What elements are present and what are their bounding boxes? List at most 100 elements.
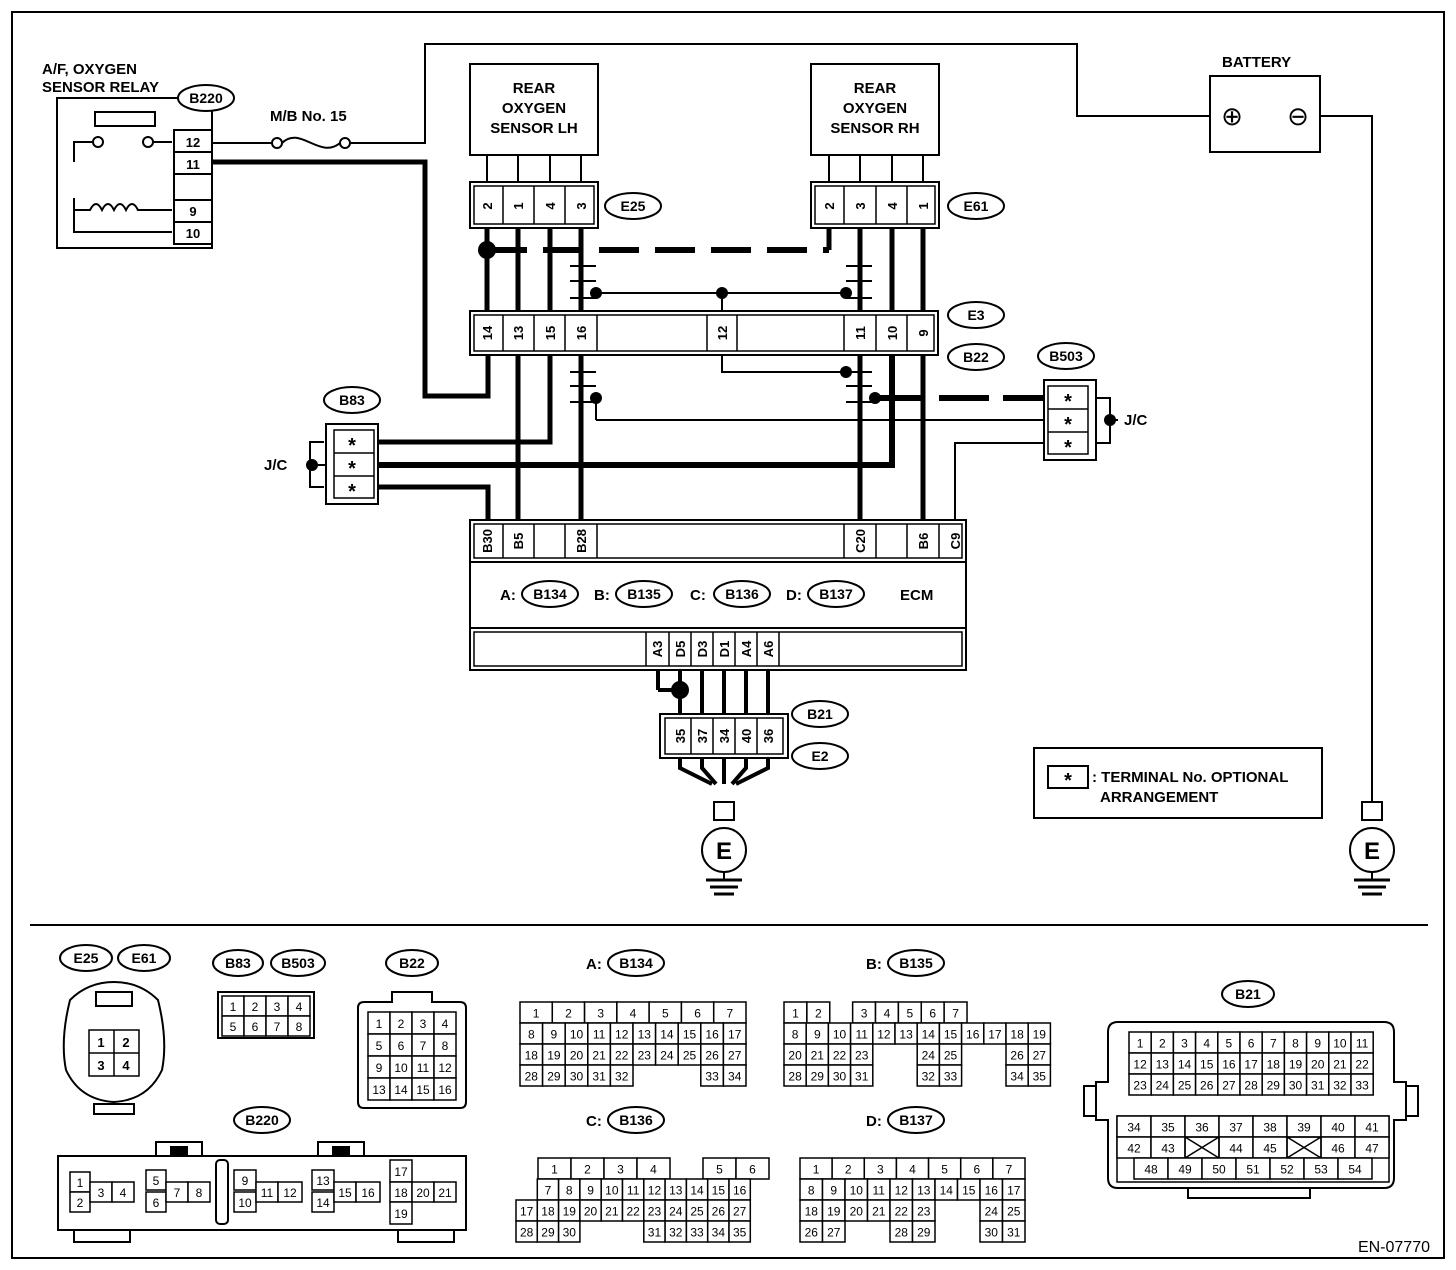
terminal-number: 9	[1314, 1037, 1321, 1051]
svg-text:3: 3	[574, 202, 589, 209]
svg-text:B83: B83	[339, 392, 365, 408]
svg-text:B:: B:	[866, 956, 882, 973]
terminal-number: 32	[1333, 1079, 1347, 1093]
svg-text:B5: B5	[511, 533, 526, 550]
terminal-number: 6	[398, 1039, 405, 1053]
terminal-number: 19	[547, 1049, 561, 1063]
svg-text:2: 2	[480, 202, 495, 209]
svg-text:OXYGEN: OXYGEN	[843, 100, 907, 117]
terminal-number: 10	[238, 1196, 252, 1210]
terminal-number: 9	[376, 1061, 383, 1075]
terminal-number: 6	[929, 1007, 936, 1021]
terminal-number: 10	[570, 1028, 584, 1042]
svg-text:D5: D5	[673, 641, 688, 658]
terminal-number: 9	[830, 1184, 837, 1198]
terminal-cell	[187, 1181, 211, 1203]
svg-text:E3: E3	[967, 307, 984, 323]
terminal-number: 3	[877, 1163, 884, 1177]
diagram-id: EN-07770	[1358, 1239, 1430, 1256]
terminal-number: 3	[617, 1163, 624, 1177]
terminal-number: 20	[416, 1186, 430, 1200]
terminal-number: 24	[669, 1205, 683, 1219]
terminal-number: 25	[683, 1049, 697, 1063]
terminal-number: 30	[985, 1226, 999, 1240]
svg-text:B28: B28	[574, 529, 589, 553]
terminal-number: 34	[712, 1226, 726, 1240]
terminal-number: 15	[416, 1083, 430, 1097]
terminal-number: 2	[398, 1017, 405, 1031]
terminal-number: 15	[944, 1028, 958, 1042]
terminal-number: 6	[749, 1163, 756, 1177]
svg-text:SENSOR RELAY: SENSOR RELAY	[42, 79, 159, 96]
svg-text:B220: B220	[189, 90, 223, 106]
terminal-number: 19	[563, 1205, 577, 1219]
battery-plus-icon: ⊕	[1221, 101, 1243, 131]
svg-text:1: 1	[511, 202, 526, 209]
svg-text:B136: B136	[619, 1112, 653, 1128]
terminal-number: 38	[1263, 1121, 1277, 1135]
svg-text:B22: B22	[963, 349, 989, 365]
terminal-cell	[938, 1064, 963, 1087]
svg-text:*: *	[1064, 770, 1072, 792]
terminal-number: 10	[850, 1184, 864, 1198]
terminal-number: 5	[662, 1007, 669, 1021]
terminal-number: 7	[1006, 1163, 1013, 1177]
terminal-number: 18	[541, 1205, 555, 1219]
terminal-number: 9	[587, 1184, 594, 1198]
svg-text:B134: B134	[533, 586, 567, 602]
terminal-number: 23	[638, 1049, 652, 1063]
terminal-number: 1	[533, 1007, 540, 1021]
svg-text:B21: B21	[1235, 986, 1261, 1002]
svg-text:C20: C20	[853, 529, 868, 553]
terminal-number: 33	[690, 1226, 704, 1240]
terminal-number: 44	[1229, 1142, 1243, 1156]
terminal-cell	[433, 1077, 457, 1101]
terminal-number: 16	[705, 1028, 719, 1042]
svg-text:REAR: REAR	[513, 80, 556, 97]
rear-oxygen-sensor-lh: REAR OXYGEN SENSOR LH 2 1 4 3 E25	[469, 63, 662, 229]
terminal-number: 3	[420, 1017, 427, 1031]
terminal-number: 2	[252, 1000, 259, 1014]
terminal-number: 17	[988, 1028, 1002, 1042]
terminal-number: 8	[808, 1184, 815, 1198]
svg-text:D:: D:	[786, 587, 802, 604]
svg-text:13: 13	[511, 326, 526, 340]
terminal-number: 7	[420, 1039, 427, 1053]
terminal-number: 31	[855, 1070, 869, 1084]
terminal-number: 6	[153, 1196, 160, 1210]
svg-text:2: 2	[822, 202, 837, 209]
terminal-number: 29	[541, 1226, 555, 1240]
terminal-number: 12	[895, 1184, 909, 1198]
terminal-number: 8	[528, 1028, 535, 1042]
terminal-number: 23	[648, 1205, 662, 1219]
terminal-number: 2	[815, 1007, 822, 1021]
terminal-number: 19	[1289, 1058, 1303, 1072]
svg-text:E: E	[716, 838, 732, 865]
svg-text:*: *	[1064, 437, 1072, 459]
svg-text:*: *	[348, 458, 356, 480]
terminal-number: 28	[1244, 1079, 1258, 1093]
terminal-number: 2	[565, 1007, 572, 1021]
svg-text:M/B No. 15: M/B No. 15	[270, 108, 347, 125]
terminal-number: 5	[941, 1163, 948, 1177]
terminal-number: 7	[952, 1007, 959, 1021]
terminal-number: 8	[566, 1184, 573, 1198]
terminal-number: 7	[545, 1184, 552, 1198]
svg-text:B135: B135	[627, 586, 661, 602]
terminal-number: 23	[855, 1049, 869, 1063]
terminal-number: 25	[690, 1205, 704, 1219]
terminal-number: 30	[563, 1226, 577, 1240]
svg-text:ARRANGEMENT: ARRANGEMENT	[1100, 789, 1218, 806]
terminal-number: 13	[917, 1184, 931, 1198]
terminal-number: 16	[733, 1184, 747, 1198]
terminal-number: 1	[1137, 1037, 1144, 1051]
svg-text:A:: A:	[500, 587, 516, 604]
terminal-number: 46	[1331, 1142, 1345, 1156]
svg-text:9: 9	[189, 204, 196, 219]
terminal-cell	[287, 1015, 311, 1037]
